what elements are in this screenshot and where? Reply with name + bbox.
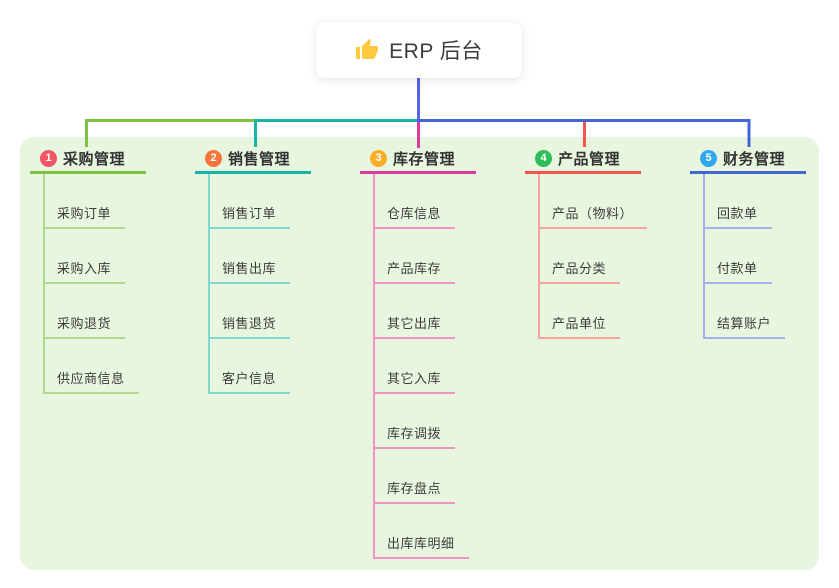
branch-title-label: 采购管理 xyxy=(63,151,126,168)
node-payment-bill[interactable]: 付款单 xyxy=(703,258,772,284)
branch-children: 仓库信息 产品库存 其它出库 其它入库 库存调拨 库存盘点 出库库明细 xyxy=(360,174,520,559)
branch-title-purchase[interactable]: 1 采购管理 xyxy=(30,146,146,174)
node-stock-taking[interactable]: 库存盘点 xyxy=(373,478,456,504)
branch-inventory-management: 3 库存管理 仓库信息 产品库存 其它出库 其它入库 库存调拨 库存盘点 出库库… xyxy=(360,146,520,559)
branch-title-finance[interactable]: 5 财务管理 xyxy=(690,146,806,174)
branch-title-sales[interactable]: 2 销售管理 xyxy=(195,146,311,174)
child-connector-line xyxy=(373,174,375,559)
branch-title-label: 销售管理 xyxy=(228,151,291,168)
node-product-category[interactable]: 产品分类 xyxy=(538,258,621,284)
thumbs-up-icon xyxy=(356,39,379,59)
branch-children: 产品（物料） 产品分类 产品单位 xyxy=(525,174,685,339)
node-purchase-order[interactable]: 采购订单 xyxy=(43,203,126,229)
node-sales-return[interactable]: 销售退货 xyxy=(208,313,291,339)
branch-children: 采购订单 采购入库 采购退货 供应商信息 xyxy=(30,174,190,394)
branch-title-inventory[interactable]: 3 库存管理 xyxy=(360,146,476,174)
branch-finance-management: 5 财务管理 回款单 付款单 结算账户 xyxy=(690,146,839,339)
branch-children: 回款单 付款单 结算账户 xyxy=(690,174,839,339)
branch-children: 销售订单 销售出库 销售退货 客户信息 xyxy=(195,174,355,394)
child-connector-line xyxy=(208,174,210,394)
root-node-label: ERP 后台 xyxy=(389,40,483,63)
node-other-outbound[interactable]: 其它出库 xyxy=(373,313,456,339)
node-sales-outbound[interactable]: 销售出库 xyxy=(208,258,291,284)
node-supplier-info[interactable]: 供应商信息 xyxy=(43,368,139,394)
branch-sales-management: 2 销售管理 销售订单 销售出库 销售退货 客户信息 xyxy=(195,146,355,394)
node-outbound-detail[interactable]: 出库库明细 xyxy=(373,533,469,559)
node-sales-order[interactable]: 销售订单 xyxy=(208,203,291,229)
badge-4: 4 xyxy=(535,150,552,167)
node-product-material[interactable]: 产品（物料） xyxy=(538,203,648,229)
branch-product-management: 4 产品管理 产品（物料） 产品分类 产品单位 xyxy=(525,146,685,339)
child-connector-line xyxy=(538,174,540,339)
branch-purchase-management: 1 采购管理 采购订单 采购入库 采购退货 供应商信息 xyxy=(30,146,190,394)
node-receipt-bill[interactable]: 回款单 xyxy=(703,203,772,229)
node-product-stock[interactable]: 产品库存 xyxy=(373,258,456,284)
node-other-inbound[interactable]: 其它入库 xyxy=(373,368,456,394)
node-purchase-inbound[interactable]: 采购入库 xyxy=(43,258,126,284)
node-customer-info[interactable]: 客户信息 xyxy=(208,368,291,394)
badge-2: 2 xyxy=(205,150,222,167)
child-connector-line xyxy=(703,174,705,339)
root-node[interactable]: ERP 后台 xyxy=(316,22,522,78)
node-purchase-return[interactable]: 采购退货 xyxy=(43,313,126,339)
child-connector-line xyxy=(43,174,45,394)
branch-title-label: 库存管理 xyxy=(393,151,456,168)
branch-title-label: 财务管理 xyxy=(723,151,786,168)
badge-5: 5 xyxy=(700,150,717,167)
branch-title-product[interactable]: 4 产品管理 xyxy=(525,146,641,174)
branches-panel xyxy=(20,137,819,570)
node-stock-transfer[interactable]: 库存调拨 xyxy=(373,423,456,449)
badge-1: 1 xyxy=(40,150,57,167)
badge-3: 3 xyxy=(370,150,387,167)
branch-title-label: 产品管理 xyxy=(558,151,621,168)
node-settlement-account[interactable]: 结算账户 xyxy=(703,313,786,339)
node-product-unit[interactable]: 产品单位 xyxy=(538,313,621,339)
node-warehouse-info[interactable]: 仓库信息 xyxy=(373,203,456,229)
